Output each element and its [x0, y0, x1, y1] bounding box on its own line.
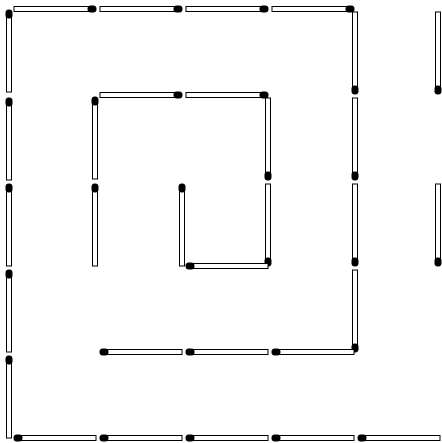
- matchstick-head: [6, 98, 13, 107]
- matchstick-head: [352, 172, 359, 181]
- matchstick-head: [6, 270, 13, 279]
- matchstick-head: [6, 356, 13, 365]
- matchstick[interactable]: [100, 92, 183, 99]
- matchstick[interactable]: [186, 263, 269, 270]
- matchstick-head: [179, 184, 186, 193]
- matchstick-head: [186, 263, 195, 270]
- matchstick-head: [186, 349, 195, 356]
- matchstick[interactable]: [179, 184, 186, 267]
- matchstick-head: [260, 92, 269, 99]
- matchstick-body: [190, 436, 268, 441]
- matchstick[interactable]: [352, 184, 359, 267]
- matchstick-head: [6, 10, 13, 19]
- matchstick[interactable]: [92, 184, 99, 267]
- matchstick-body: [353, 98, 358, 176]
- matchstick-head: [92, 97, 99, 106]
- matchstick-body: [190, 350, 268, 355]
- matchstick-body: [7, 274, 12, 352]
- matchstick-body: [100, 7, 178, 12]
- matchstick[interactable]: [6, 356, 13, 439]
- matchstick[interactable]: [6, 270, 13, 353]
- matchstick-body: [7, 102, 12, 180]
- matchstick-body: [276, 436, 354, 441]
- matchstick-head: [100, 349, 109, 356]
- matchstick-head: [6, 184, 13, 193]
- matchstick-body: [180, 188, 185, 266]
- matchstick-body: [186, 7, 264, 12]
- matchstick-body: [104, 436, 182, 441]
- matchstick-body: [266, 98, 271, 176]
- matchstick-body: [436, 184, 441, 262]
- matchstick-body: [362, 436, 440, 441]
- matchstick-head: [260, 6, 269, 13]
- matchstick-body: [7, 188, 12, 266]
- matchstick-head: [435, 86, 442, 95]
- matchstick[interactable]: [100, 6, 183, 13]
- matchstick-body: [7, 360, 12, 438]
- matchstick-body: [353, 184, 358, 262]
- matchstick[interactable]: [100, 349, 183, 356]
- matchstick-body: [18, 436, 96, 441]
- matchstick[interactable]: [265, 98, 272, 181]
- matchstick[interactable]: [100, 435, 183, 442]
- matchstick[interactable]: [272, 435, 355, 442]
- matchstick-body: [436, 12, 441, 90]
- matchstick-head: [100, 435, 109, 442]
- matchstick-body: [266, 184, 271, 262]
- matchstick-head: [88, 6, 97, 13]
- matchstick[interactable]: [435, 184, 442, 267]
- matchstick-body: [186, 93, 264, 98]
- matchstick[interactable]: [14, 6, 97, 13]
- matchstick-head: [174, 6, 183, 13]
- matchstick[interactable]: [352, 98, 359, 181]
- matchstick[interactable]: [272, 349, 355, 356]
- matchstick-head: [92, 184, 99, 193]
- matchstick[interactable]: [186, 92, 269, 99]
- matchstick[interactable]: [6, 10, 13, 93]
- matchstick[interactable]: [186, 349, 269, 356]
- matchstick-head: [272, 349, 281, 356]
- matchstick-head: [352, 258, 359, 267]
- matchstick-body: [353, 270, 358, 348]
- matchstick[interactable]: [92, 97, 99, 180]
- matchstick-body: [276, 350, 354, 355]
- matchstick-body: [353, 12, 358, 90]
- matchstick-head: [14, 435, 23, 442]
- matchstick-body: [272, 7, 350, 12]
- matchstick-head: [265, 172, 272, 181]
- matchstick-body: [190, 264, 268, 269]
- matchstick[interactable]: [6, 184, 13, 267]
- matchstick[interactable]: [14, 435, 97, 442]
- matchstick[interactable]: [352, 270, 359, 353]
- matchstick-body: [14, 7, 92, 12]
- matchstick-body: [93, 188, 98, 266]
- matchstick-body: [104, 350, 182, 355]
- matchstick-head: [272, 435, 281, 442]
- matchstick-head: [358, 435, 367, 442]
- matchstick-body: [100, 93, 178, 98]
- matchstick[interactable]: [186, 435, 269, 442]
- matchstick[interactable]: [265, 184, 272, 267]
- matchstick-body: [93, 101, 98, 179]
- matchstick[interactable]: [6, 98, 13, 181]
- matchstick[interactable]: [272, 6, 355, 13]
- matchstick[interactable]: [352, 12, 359, 95]
- matchstick-head: [435, 258, 442, 267]
- matchstick-head: [346, 6, 355, 13]
- matchstick-body: [7, 14, 12, 92]
- matchstick[interactable]: [186, 6, 269, 13]
- matchstick[interactable]: [435, 12, 442, 95]
- matchstick[interactable]: [358, 435, 441, 442]
- matchstick-group: [6, 6, 442, 442]
- matchstick-head: [186, 435, 195, 442]
- matchstick-head: [352, 86, 359, 95]
- matchstick-head: [174, 92, 183, 99]
